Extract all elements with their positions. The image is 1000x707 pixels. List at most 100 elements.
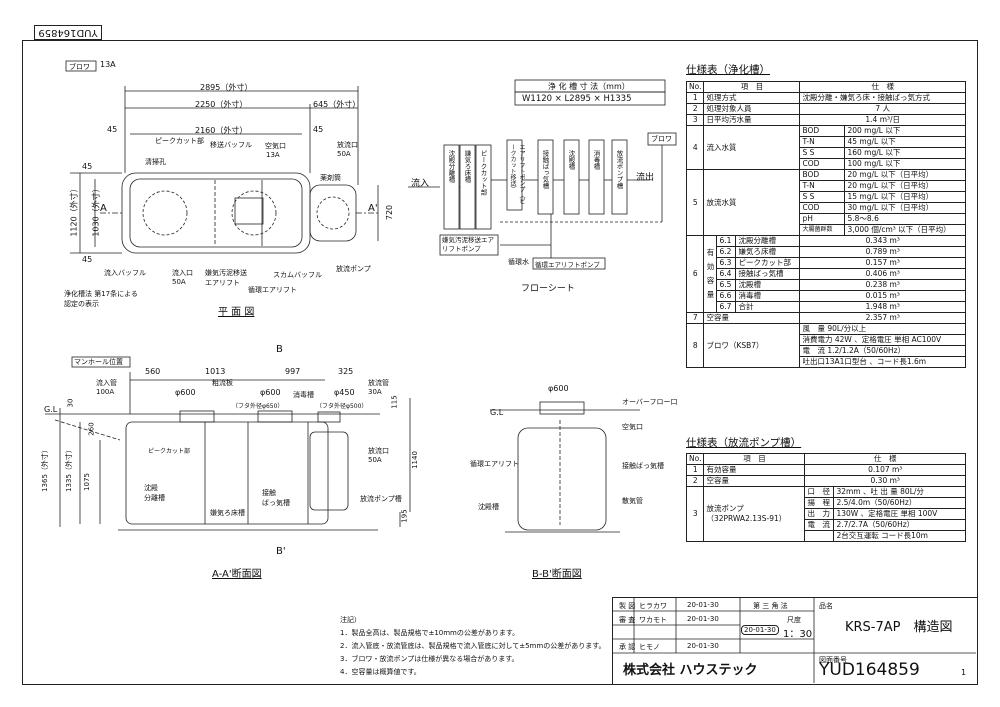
- aa-dim-1335: 1335（外寸）: [64, 446, 73, 492]
- aa-label-pump-tank: 放流ポンプ槽: [360, 495, 402, 503]
- plan-label-outlet: 放流口: [337, 141, 358, 149]
- aa-label-settling: 沈殿: [144, 484, 158, 492]
- aa-manhole: マンホール位置: [74, 358, 123, 366]
- cell: 有 効 容 量: [703, 235, 718, 313]
- plan-label-airlift: エアリフト: [205, 279, 240, 287]
- cell: 処理対象人員: [703, 103, 801, 115]
- plan-code-value: 13A: [100, 60, 116, 69]
- cell: 2.357 m³: [799, 312, 966, 324]
- section-bb-tank: [517, 427, 607, 531]
- group-char: 量: [706, 290, 715, 299]
- cell: 100 mg/L 以下: [844, 158, 966, 170]
- aa-dim-560: 560: [145, 367, 161, 376]
- cell: 6.7: [716, 301, 737, 313]
- cell: 日平均汚水量: [703, 114, 801, 126]
- cell: 3: [685, 486, 705, 542]
- plan-tank-inner: [129, 178, 303, 248]
- cell: 1.948 m³: [799, 301, 966, 313]
- plan-dim-45c: 45: [82, 162, 93, 171]
- bb-label-air: 空気口: [622, 423, 643, 431]
- aa-dim-1013: 1013: [205, 367, 226, 376]
- aa-opening-450: φ450: [334, 388, 355, 397]
- bb-label-settling: 沈殿槽: [478, 503, 499, 511]
- plan-label-anaerobic-transfer: 嫌気汚泥移送: [205, 269, 247, 277]
- cell: 風 量 90L/分以上: [799, 323, 966, 335]
- cell: 0.157 m³: [799, 257, 966, 269]
- plan-label-scum-baffle: スカムバッフル: [273, 271, 322, 279]
- cell: 吐出口13A1口型台 、コード長1.6m: [799, 356, 966, 368]
- tb-projection: 第 三 角 法: [753, 602, 788, 610]
- flow-out-label: 流出: [636, 173, 655, 183]
- table-row: 2 処理対象人員 7 人: [685, 103, 966, 115]
- cell: 大腸菌群数: [799, 224, 846, 236]
- cell: 0.789 m³: [799, 246, 966, 258]
- aa-label-sep-tank: 分離槽: [144, 494, 165, 502]
- flow-box-settling: 沈殿槽: [567, 150, 575, 170]
- note-item: 1．製品全高は、製品規格で±10mmの公差があります。: [340, 629, 520, 637]
- group-char: 有: [706, 248, 715, 257]
- cell: 2.7/2.7A（50/60Hz）: [833, 519, 966, 531]
- tb-scale: 1：30: [783, 629, 813, 640]
- cell: 200 mg/L 以下: [844, 125, 966, 137]
- cell: 嫌気ろ床槽: [735, 246, 801, 258]
- spec-head-no: No.: [685, 81, 705, 93]
- cell: 沈殿分離槽: [735, 235, 801, 247]
- cell: [804, 530, 835, 542]
- cell: 消毒槽: [735, 290, 801, 302]
- cell: S S: [799, 147, 846, 159]
- bb-label-diffuser: 散気管: [622, 497, 643, 505]
- flow-box-anaerobic: 嫌気ろ床槽: [463, 150, 471, 183]
- pump-table: No. 項 目 仕 様 1 有効容量 0.107 m³ 2 空容量 0.30 m…: [685, 453, 966, 542]
- tb-approved-name: ヒモノ: [639, 643, 660, 651]
- plan-label-peakcut: ピークカット部: [155, 137, 204, 145]
- cell: 32mm 、吐 出 量 80L/分: [833, 486, 966, 498]
- cell: 1.4 m³/日: [799, 114, 966, 126]
- plan-label-50a-in: 50A: [172, 278, 186, 286]
- cell: 電 流 1.2/1.2A（50/60Hz）: [799, 345, 966, 357]
- plan-label-inlet: 流入口: [172, 269, 193, 277]
- cell: 合計: [735, 301, 801, 313]
- aa-dim-325: 325: [338, 367, 354, 376]
- cell: 2台交互運転 コード長10m: [833, 530, 966, 542]
- cell: 接触ばっ気槽: [735, 268, 801, 280]
- pump-title: 仕様表（放流ポンプ槽）: [686, 437, 802, 449]
- table-row: 4 流入水質 BOD 200 mg/L 以下: [685, 125, 966, 170]
- cell: 5: [685, 169, 705, 236]
- drawing-frame: [22, 40, 978, 685]
- aa-label-anaerobic: 嫌気ろ床槽: [210, 509, 245, 517]
- tb-drawn-date: 20-01-30: [687, 601, 719, 609]
- aa-label-aeration: ばっ気槽: [262, 499, 290, 507]
- cell: ブロワ（KSB7）: [703, 323, 801, 368]
- section-aa-tank: [125, 421, 329, 525]
- tb-date-stamp: 20-01-30: [741, 625, 779, 635]
- table-row: 6 有 効 容 量 6.1 沈殿分離槽 0.343 m³: [685, 235, 966, 313]
- aa-mark-b-prime: B': [276, 546, 286, 557]
- cell: 6.5: [716, 279, 737, 291]
- cell: 0.343 m³: [799, 235, 966, 247]
- plan-dim-645: 645（外寸）: [313, 100, 361, 109]
- cell: 160 mg/L 以下: [844, 147, 966, 159]
- table-row: 8 ブロワ（KSB7） 風 量 90L/分以上: [685, 323, 966, 368]
- plan-label-chemical: 薬剤筒: [320, 174, 341, 182]
- table-row: 1 処理方式 沈殿分離・嫌気ろ床・接触ばっ気方式: [685, 92, 966, 104]
- aa-lid-650: （フタ外径φ650）: [232, 403, 284, 410]
- cell: 放流水質: [703, 169, 801, 236]
- cell: 0.107 m³: [804, 464, 966, 476]
- cell: pH: [799, 213, 846, 225]
- aa-opening-600a: φ600: [175, 388, 196, 397]
- flow-circ-label: 循環水: [508, 258, 529, 266]
- table-row: 3 日平均汚水量 1.4 m³/日: [685, 114, 966, 126]
- flow-title: フローシート: [521, 284, 575, 294]
- cell: COD: [799, 158, 846, 170]
- cell: 6: [685, 235, 705, 313]
- aa-label-outlet-pipe: 放流管: [368, 379, 389, 387]
- aa-dim-30: 30: [66, 398, 75, 408]
- table-row: 3 放流ポンプ（32PRWA2.13S-91） 口 径 32mm 、吐 出 量 …: [685, 486, 966, 542]
- cell: 空容量: [703, 312, 801, 324]
- plan-label-pump: 放流ポンプ: [336, 265, 371, 273]
